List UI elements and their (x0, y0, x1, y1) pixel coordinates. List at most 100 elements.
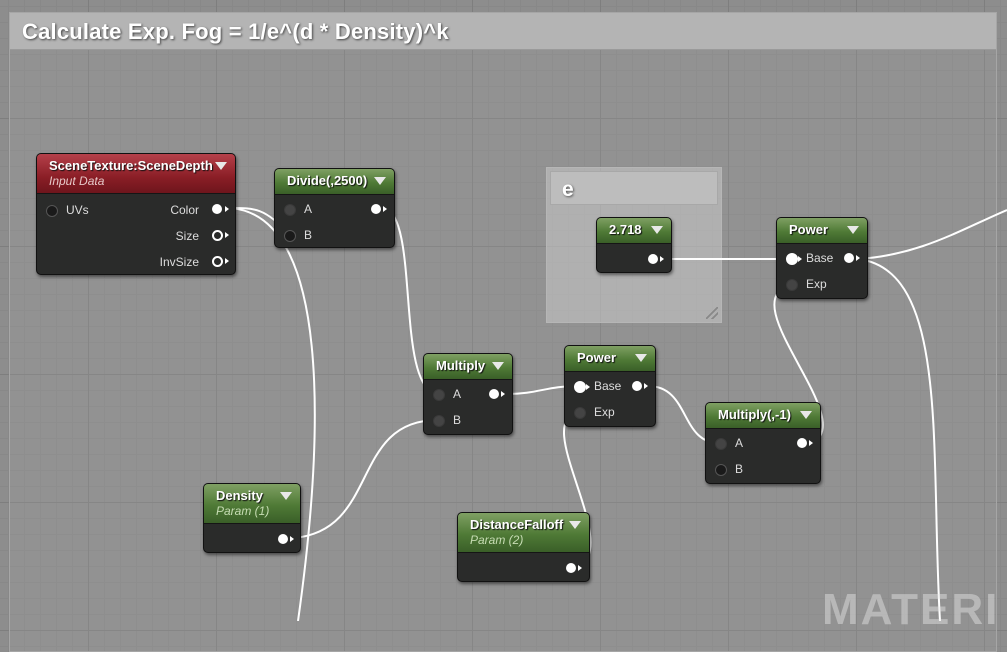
output-pin[interactable] (797, 438, 807, 448)
pin-dot-icon[interactable] (715, 437, 727, 450)
comment-title[interactable]: Calculate Exp. Fog = 1/e^(d * Density)^k (10, 13, 996, 50)
output-pin[interactable] (278, 534, 288, 544)
output-pin[interactable] (632, 381, 642, 391)
node-header[interactable]: Multiply (424, 354, 512, 380)
output-pin[interactable] (371, 204, 381, 214)
chevron-down-icon[interactable] (847, 226, 859, 234)
arrow-right-icon (383, 206, 387, 212)
node-header[interactable]: Power (777, 218, 867, 244)
chevron-down-icon[interactable] (651, 226, 663, 234)
arrow-right-icon (225, 258, 229, 264)
node-title: Density (216, 488, 263, 503)
output-pin[interactable] (648, 254, 658, 264)
input-pin-uvs[interactable]: UVs (46, 202, 89, 218)
chevron-down-icon[interactable] (492, 362, 504, 370)
output-pin-size[interactable] (212, 230, 223, 241)
input-pin-b[interactable]: B (284, 227, 312, 243)
node-header[interactable]: DistanceFalloff Param (2) (458, 513, 589, 553)
output-pin[interactable] (844, 253, 854, 263)
node-multiply[interactable]: Multiply A B (423, 353, 513, 435)
arrow-right-icon (225, 232, 229, 238)
pin-label: B (735, 462, 744, 476)
watermark-text: MATERI (822, 585, 1000, 634)
chevron-down-icon[interactable] (215, 162, 227, 170)
node-distance-falloff[interactable]: DistanceFalloff Param (2) (457, 512, 590, 582)
output-label-color: Color (170, 203, 199, 217)
comment-title-e[interactable]: e (550, 171, 718, 205)
pin-dot-icon[interactable] (786, 278, 798, 291)
pin-label: Base (594, 379, 622, 393)
output-label-size: Size (175, 229, 199, 243)
arrow-right-icon (290, 536, 294, 542)
node-multiply-neg[interactable]: Multiply(,-1) A B (705, 402, 821, 484)
node-density[interactable]: Density Param (1) (203, 483, 301, 553)
input-pin-a[interactable]: A (433, 386, 461, 402)
pin-label: UVs (66, 203, 89, 217)
input-pin-exp[interactable]: Exp (574, 404, 615, 420)
node-subtitle: Param (2) (470, 533, 524, 547)
chevron-down-icon[interactable] (280, 492, 292, 500)
input-pin-a[interactable]: A (284, 201, 312, 217)
pin-dot-icon[interactable] (433, 388, 445, 401)
node-title: SceneTexture:SceneDepth (49, 158, 213, 173)
pin-label: B (453, 413, 462, 427)
pin-dot-icon[interactable] (574, 380, 586, 393)
pin-dot-icon[interactable] (46, 204, 58, 217)
pin-dot-icon[interactable] (284, 203, 296, 216)
comment-box-e[interactable]: e (546, 167, 722, 323)
node-title: DistanceFalloff (470, 517, 564, 532)
pin-label: A (453, 387, 462, 401)
input-pin-base[interactable]: Base (786, 250, 833, 266)
node-constant[interactable]: 2.718 (596, 217, 672, 273)
pin-label: Exp (594, 405, 615, 419)
output-label-invsize: InvSize (159, 255, 199, 269)
arrow-right-icon (856, 255, 860, 261)
node-title: Multiply (436, 358, 486, 373)
arrow-right-icon (809, 440, 813, 446)
chevron-down-icon[interactable] (635, 354, 647, 362)
output-pin[interactable] (489, 389, 499, 399)
node-subtitle: Input Data (49, 174, 105, 188)
node-title: Power (577, 350, 617, 365)
pin-dot-icon[interactable] (786, 252, 798, 265)
node-divide[interactable]: Divide(,2500) A B (274, 168, 395, 248)
node-header[interactable]: SceneTexture:SceneDepth Input Data (37, 154, 235, 194)
pin-label: B (304, 228, 313, 242)
input-pin-b[interactable]: B (715, 461, 743, 477)
output-pin-color[interactable] (212, 204, 222, 214)
pin-label: A (304, 202, 313, 216)
pin-dot-icon[interactable] (284, 229, 296, 242)
input-pin-a[interactable]: A (715, 435, 743, 451)
resize-handle[interactable] (706, 307, 718, 319)
node-header[interactable]: 2.718 (597, 218, 671, 244)
chevron-down-icon[interactable] (800, 411, 812, 419)
node-title: 2.718 (609, 222, 642, 237)
node-header[interactable]: Divide(,2500) (275, 169, 394, 195)
chevron-down-icon[interactable] (569, 521, 581, 529)
input-pin-base[interactable]: Base (574, 378, 621, 394)
output-pin[interactable] (566, 563, 576, 573)
node-header[interactable]: Power (565, 346, 655, 372)
node-scenetexture[interactable]: SceneTexture:SceneDepth Input Data UVs C… (36, 153, 236, 275)
node-header[interactable]: Density Param (1) (204, 484, 300, 524)
arrow-right-icon (798, 256, 802, 262)
node-power-mid[interactable]: Power Base Exp (564, 345, 656, 427)
pin-dot-icon[interactable] (574, 406, 586, 419)
pin-label: Base (806, 251, 834, 265)
arrow-right-icon (586, 384, 590, 390)
output-pin-invsize[interactable] (212, 256, 223, 267)
chevron-down-icon[interactable] (374, 177, 386, 185)
input-pin-b[interactable]: B (433, 412, 461, 428)
arrow-right-icon (225, 206, 229, 212)
node-header[interactable]: Multiply(,-1) (706, 403, 820, 429)
pin-dot-icon[interactable] (715, 463, 727, 476)
node-power-top[interactable]: Power Base Exp (776, 217, 868, 299)
input-pin-exp[interactable]: Exp (786, 276, 827, 292)
arrow-right-icon (660, 256, 664, 262)
pin-dot-icon[interactable] (433, 414, 445, 427)
arrow-right-icon (501, 391, 505, 397)
node-title: Divide(,2500) (287, 173, 368, 188)
pin-label: A (735, 436, 744, 450)
node-title: Power (789, 222, 829, 237)
